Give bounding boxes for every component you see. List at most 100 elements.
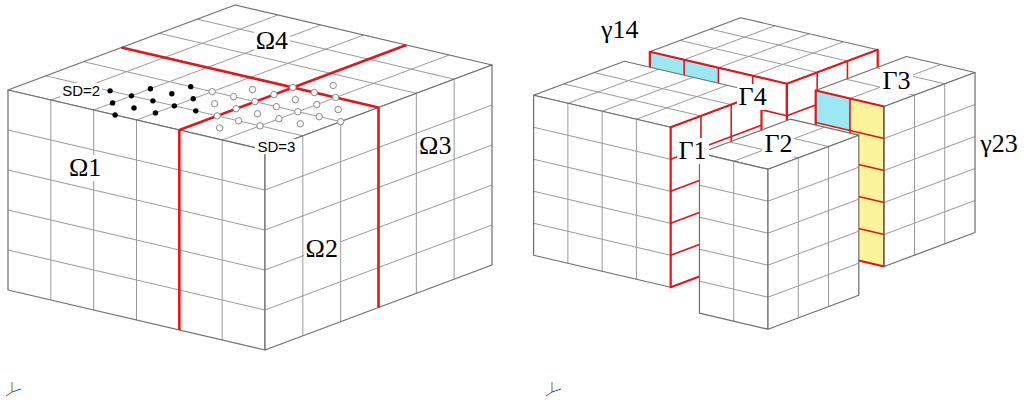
mesh-line [944,84,945,244]
mesh-line [914,95,915,255]
mesh-line [454,79,455,279]
mesh-line [179,130,180,330]
mesh-line [699,281,768,297]
stencil-circle [257,123,263,129]
side-face [534,95,671,287]
stencil-dot [148,86,153,91]
mesh-line [798,158,799,318]
mesh-line [884,104,975,138]
stencil-dot [112,112,117,117]
stencil-circle [271,91,277,97]
region-label: γ14 [599,17,641,43]
stencil-dot [131,105,136,110]
mesh-line [768,167,859,201]
mesh-line [594,73,731,105]
subdomain-2 [699,119,858,329]
stencil-circle [211,101,217,107]
mesh-line [340,122,341,322]
stencil-circle [235,118,241,124]
face-fill [265,65,492,350]
mesh-line [50,100,51,300]
mesh-line [378,108,379,308]
stencil-circle [209,88,215,94]
face-border [534,95,671,287]
region-label: Γ4 [737,84,769,110]
partition-line [377,108,380,308]
mesh-line [699,217,768,233]
region-label: Γ3 [880,68,912,94]
stencil-circle [330,82,336,88]
face-border [884,72,975,266]
mesh-line [699,185,768,201]
mesh-line [718,34,809,68]
region-label: Ω2 [304,236,340,262]
mesh-line [534,191,671,223]
stencil-circle [252,98,258,104]
stencil-dot [150,98,155,103]
side-face [884,72,975,266]
mesh-line [684,26,775,60]
stencil-circle [273,103,279,109]
stencil-circle [254,111,260,117]
left-face [8,90,265,350]
face-border [699,153,768,329]
stencil-circle [316,113,322,119]
mesh-line [222,140,223,340]
axis-line [12,382,13,392]
stencil-dot [153,110,158,115]
stencil-circle [233,106,239,112]
face-fill [768,135,859,329]
axis-icon [6,382,21,396]
region-label: γ23 [978,131,1020,157]
mesh-line [416,93,417,293]
stencil-circle [337,118,343,124]
mesh-line [602,77,693,111]
stencil-circle [297,121,303,127]
partition-line [179,45,406,130]
partition-line [178,130,181,330]
mesh-line [768,263,859,297]
axis-icon [546,382,561,396]
stencil-label: SD=2 [60,83,102,98]
stencil-circle [214,113,220,119]
mesh-line [534,223,671,255]
mesh-line [710,29,847,61]
face-fill [8,90,265,350]
stencil-circle [290,84,296,90]
region-label: Ω3 [417,133,453,159]
stencil-dot [193,108,198,113]
region-label: Ω1 [67,155,103,181]
stencil-dot [191,96,196,101]
region-label: Ω4 [254,28,290,54]
stencil-dot [169,91,174,96]
stencil-circle [314,101,320,107]
stencil-circle [216,125,222,131]
mesh-line [93,110,94,310]
mesh-line [884,168,975,202]
mesh-line [8,130,265,190]
mesh-line [136,120,137,320]
stencil-circle [335,106,341,112]
mesh-line [568,69,659,103]
exploded-subdomains [534,18,975,329]
mesh-line [768,231,859,265]
mesh-line [197,19,454,79]
mesh-line [122,48,379,108]
face-fill [699,153,768,329]
region-label: Γ2 [762,131,794,157]
face-border [8,90,265,350]
side-face [699,153,768,329]
stencil-circle [249,86,255,92]
axis-line [6,392,12,396]
stencil-circle [295,108,301,114]
stencil-circle [230,93,236,99]
mesh-line [699,249,768,265]
stencil-label: SD=3 [255,139,297,154]
mesh-line [602,111,603,271]
right-face [265,65,492,350]
partition-line [122,48,379,108]
stencil-circle [332,94,338,100]
mesh-line [768,199,859,233]
face-fill [534,95,671,287]
